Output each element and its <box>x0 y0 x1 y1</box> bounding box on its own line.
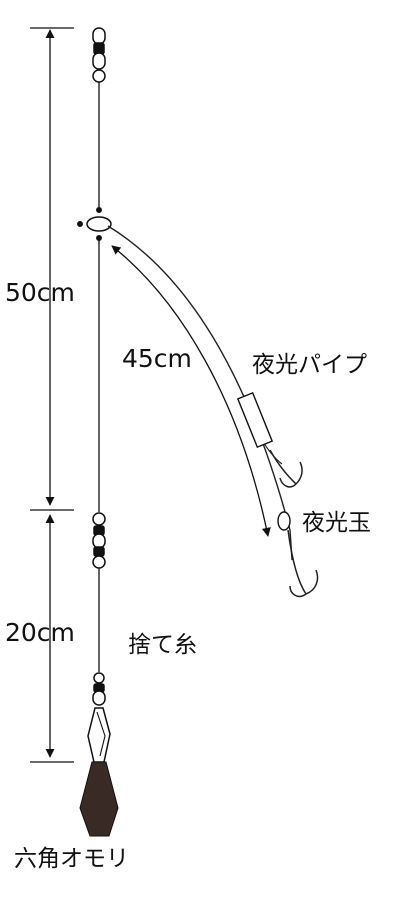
glow-pipe-label: 夜光パイプ <box>252 352 367 378</box>
upper-hook <box>269 449 303 488</box>
dimension-20cm <box>30 514 74 763</box>
glow-pipe <box>236 391 274 449</box>
glow-bead <box>277 511 291 531</box>
dimension-label-50cm: 50cm <box>5 278 75 307</box>
snap-swivel <box>87 672 111 763</box>
drop-line-label: 捨て糸 <box>128 632 197 658</box>
glow-bead-label: 夜光玉 <box>302 510 371 536</box>
top-swivel <box>92 27 106 83</box>
branch-line <box>107 225 293 561</box>
sinker-label: 六角オモリ <box>14 846 129 872</box>
hexagonal-sinker <box>79 761 119 837</box>
branch-length-arrow <box>111 245 271 537</box>
branch-connector <box>77 207 112 241</box>
lower-hook <box>287 529 319 598</box>
dimension-50cm <box>30 27 74 511</box>
middle-swivel <box>92 512 106 569</box>
branch-length-label: 45cm <box>122 344 192 373</box>
dimension-label-20cm: 20cm <box>5 618 75 647</box>
